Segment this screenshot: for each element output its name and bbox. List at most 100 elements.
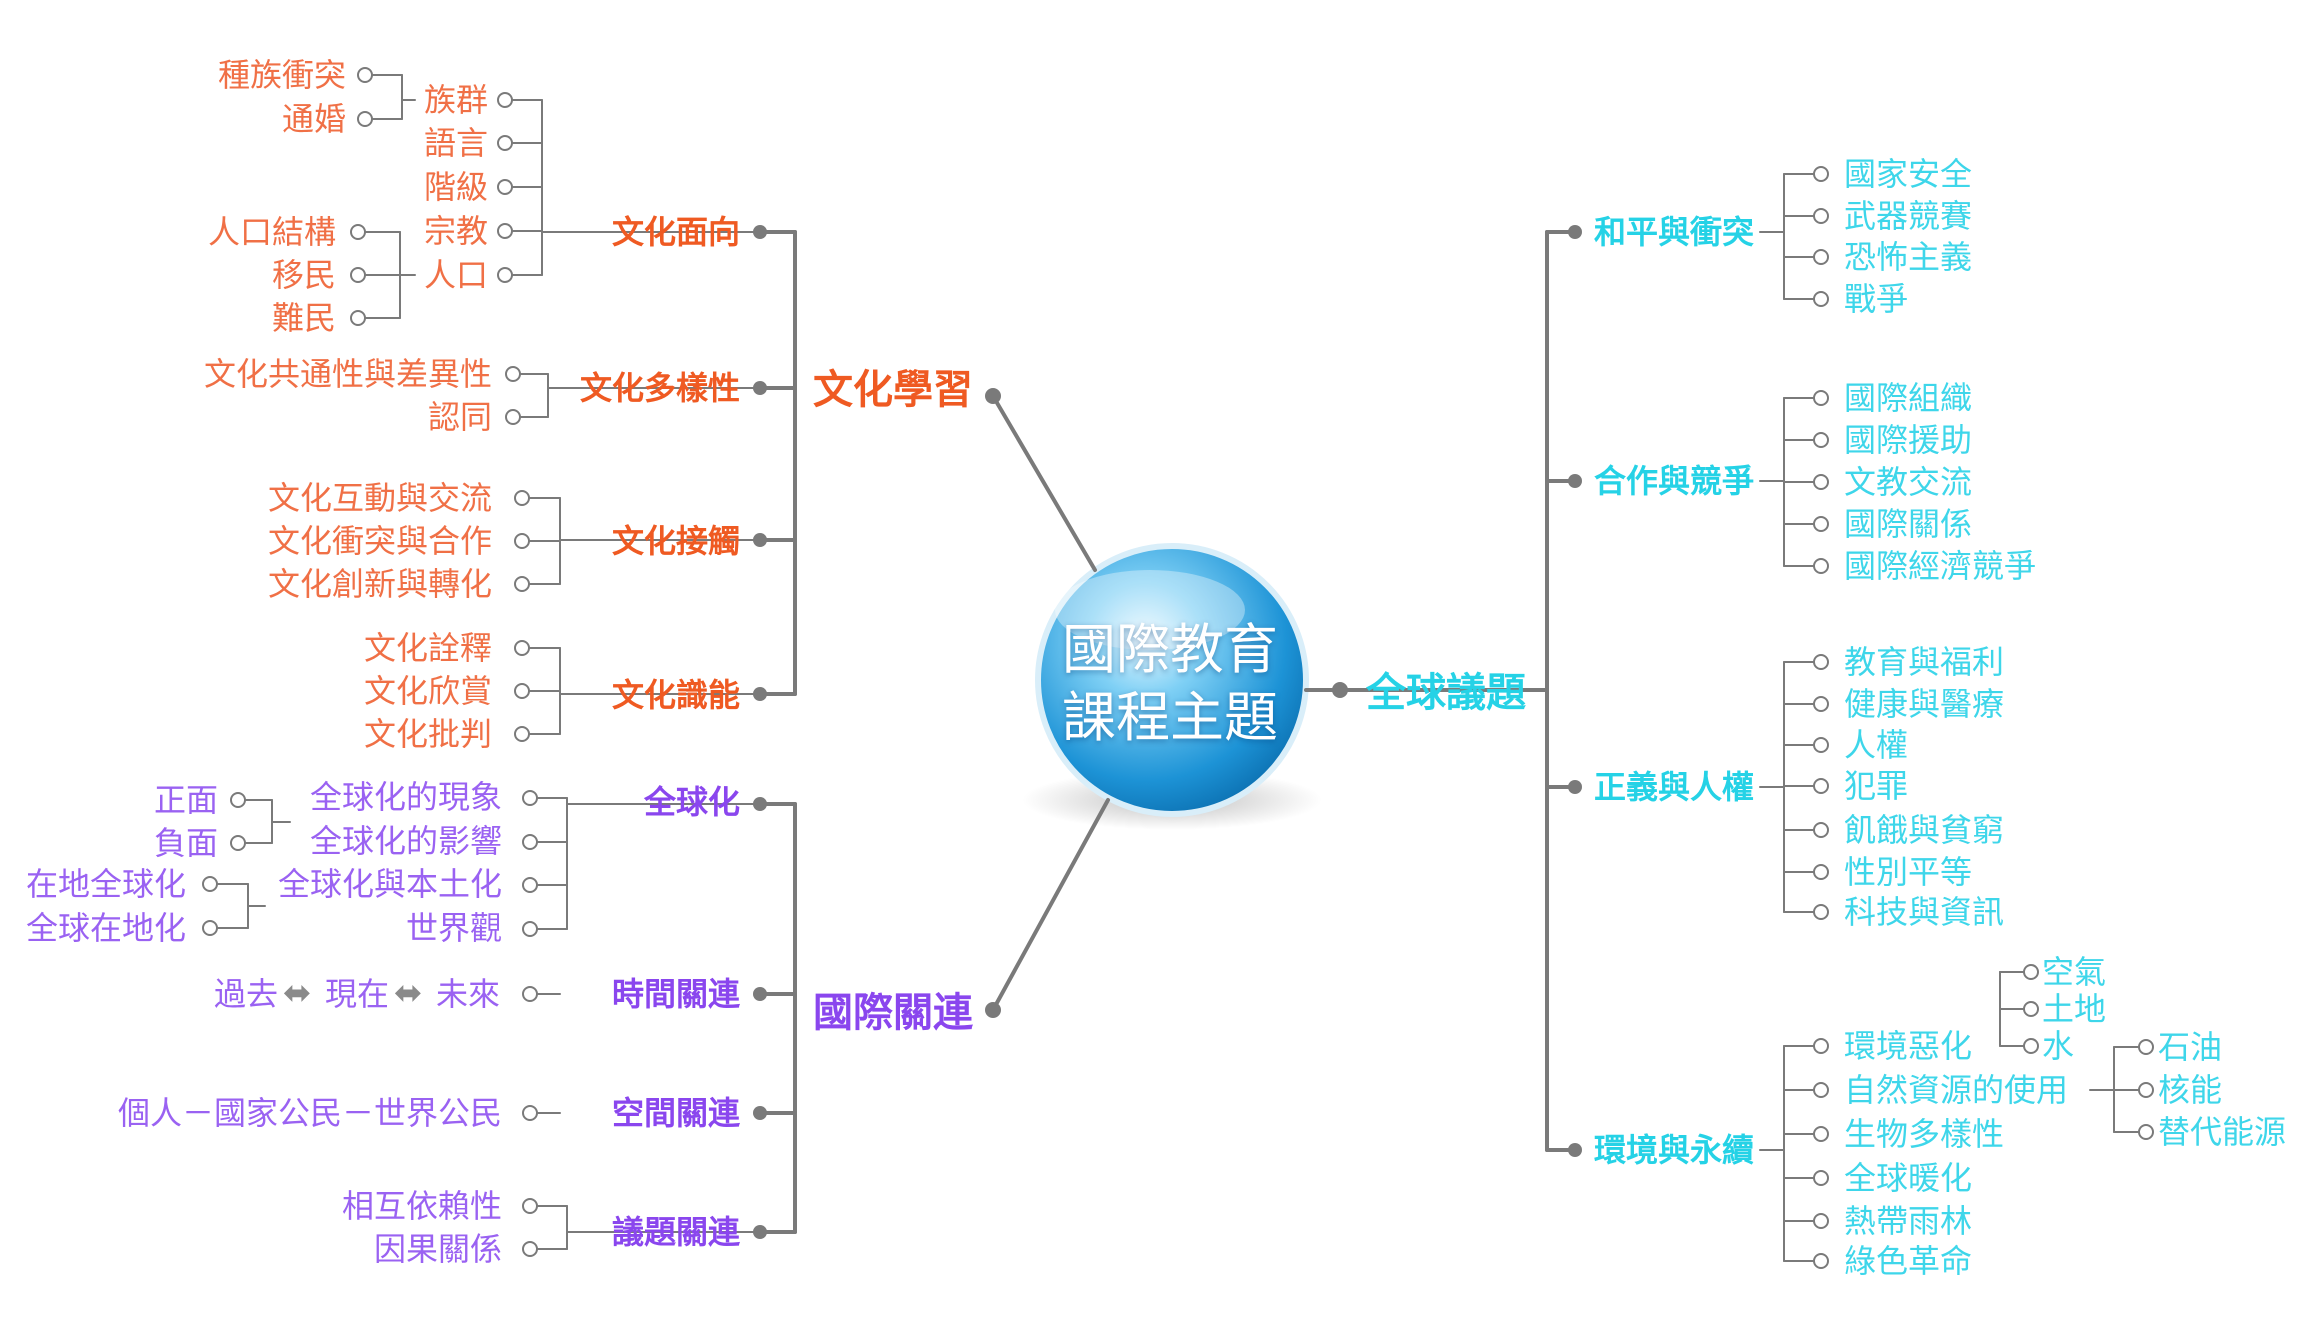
center-orb — [1035, 543, 1309, 817]
aspects-item-4: 人口 — [423, 256, 488, 294]
global-topic-dot — [1568, 474, 1582, 488]
justice-item-0: 教育與福利 — [1844, 643, 2005, 681]
literacy-ring — [514, 683, 530, 699]
environment-item-5: 綠色革命 — [1844, 1242, 1973, 1280]
contact-item-2: 文化創新與轉化 — [267, 565, 492, 603]
globalization-ring — [522, 921, 538, 937]
center-title-line-2: 課程主題 — [1062, 686, 1278, 749]
diversity-ring — [505, 366, 521, 382]
contact-ring — [514, 576, 530, 592]
justice-ring — [1813, 654, 1829, 670]
population-sub-0: 人口結構 — [207, 213, 336, 251]
space-ring — [522, 1105, 538, 1121]
diversity-item-1: 認同 — [427, 398, 492, 436]
environment-ring — [1813, 1253, 1829, 1269]
contact-item-1: 文化衝突與合作 — [267, 522, 492, 560]
aspects-ring — [497, 135, 513, 151]
justice-item-4: 飢餓與貧窮 — [1844, 811, 2005, 849]
branch-culture-link — [991, 394, 1097, 572]
topic-cooperation-label: 合作與競爭 — [1594, 462, 1755, 500]
contact-ring — [514, 490, 530, 506]
justice-ring — [1813, 904, 1829, 920]
peace-item-3: 戰爭 — [1844, 280, 1909, 318]
branch-international-link — [991, 798, 1110, 1012]
literacy-ring — [514, 726, 530, 742]
peace-item-2: 恐怖主義 — [1844, 238, 1973, 276]
time-item-past: 過去 — [214, 975, 279, 1013]
justice-ring — [1813, 822, 1829, 838]
globalization-ring — [522, 877, 538, 893]
globalization-item-0: 全球化的現象 — [309, 778, 502, 816]
justice-item-1: 健康與醫療 — [1844, 685, 2005, 723]
cooperation-ring — [1813, 474, 1829, 490]
cooperation-item-0: 國際組織 — [1844, 379, 1973, 417]
population-sub-ring — [350, 267, 366, 283]
justice-item-6: 科技與資訊 — [1844, 893, 2005, 931]
contact-item-0: 文化互動與交流 — [267, 479, 492, 517]
degradation-sub-0: 空氣 — [2042, 953, 2107, 991]
justice-ring — [1813, 737, 1829, 753]
aspects-ring — [497, 179, 513, 195]
branch-international-label: 國際關連 — [813, 990, 973, 1036]
environment-ring — [1813, 1213, 1829, 1229]
literacy-item-0: 文化詮釋 — [363, 629, 492, 667]
topic-aspects-label: 文化面向 — [611, 213, 740, 251]
ethnic-sub-ring — [357, 111, 373, 127]
globalization-ring — [522, 834, 538, 850]
global-topic-dot — [1568, 225, 1582, 239]
topic-diversity-label: 文化多樣性 — [579, 369, 740, 407]
environment-ring — [1813, 1170, 1829, 1186]
center-title-line-1: 國際教育 — [1062, 618, 1278, 681]
degradation-sub-2: 水 — [2042, 1027, 2075, 1065]
time-item-future: 未來 — [436, 975, 501, 1013]
global-topic-dot — [1568, 780, 1582, 794]
environment-item-3: 全球暖化 — [1844, 1159, 1973, 1197]
degradation-ring — [2023, 1001, 2039, 1017]
environment-ring — [1813, 1082, 1829, 1098]
time-ring — [522, 986, 538, 1002]
degradation-ring — [2023, 964, 2039, 980]
ethnic-sub-1: 通婚 — [281, 100, 346, 138]
aspects-item-0: 族群 — [423, 81, 488, 119]
population-sub-1: 移民 — [271, 256, 336, 294]
issue-item-0: 相互依賴性 — [341, 1187, 502, 1225]
peace-ring — [1813, 208, 1829, 224]
justice-item-3: 犯罪 — [1844, 767, 1909, 805]
literacy-ring — [514, 640, 530, 656]
branch-culture-dot — [985, 388, 1001, 404]
contact-ring — [514, 533, 530, 549]
diversity-item-0: 文化共通性與差異性 — [203, 355, 492, 393]
issue-ring — [522, 1198, 538, 1214]
aspects-ring — [497, 92, 513, 108]
aspects-ring — [497, 223, 513, 239]
diversity-ring — [505, 409, 521, 425]
time-item-present: 現在 — [325, 975, 390, 1013]
globalization-item-3: 世界觀 — [405, 909, 502, 947]
aspects-ring — [497, 267, 513, 283]
space-item-0: 個人－國家公民－世界公民 — [117, 1094, 502, 1132]
topic-time-label: 時間關連 — [611, 975, 740, 1013]
globalization-ring — [522, 790, 538, 806]
issue-ring — [522, 1241, 538, 1257]
cooperation-item-4: 國際經濟競爭 — [1844, 547, 2037, 585]
topic-space-label: 空間關連 — [611, 1094, 740, 1132]
degradation-sub-1: 土地 — [2042, 990, 2107, 1028]
global-topic-dot — [1568, 1143, 1582, 1157]
impact-sub-1: 負面 — [153, 824, 218, 862]
degradation-ring — [2023, 1038, 2039, 1054]
ethnic-sub-ring — [357, 67, 373, 83]
branch-international-dot — [985, 1002, 1001, 1018]
environment-item-4: 熱帶雨林 — [1844, 1202, 1973, 1240]
literacy-item-2: 文化批判 — [363, 715, 492, 753]
branch-culture-label: 文化學習 — [813, 367, 973, 413]
cooperation-ring — [1813, 432, 1829, 448]
cooperation-item-1: 國際援助 — [1844, 421, 1973, 459]
population-sub-2: 難民 — [271, 299, 336, 337]
aspects-item-3: 宗教 — [423, 212, 488, 250]
population-sub-ring — [350, 224, 366, 240]
peace-item-0: 國家安全 — [1844, 155, 1973, 193]
local-sub-ring — [202, 876, 218, 892]
impact-sub-0: 正面 — [153, 781, 218, 819]
